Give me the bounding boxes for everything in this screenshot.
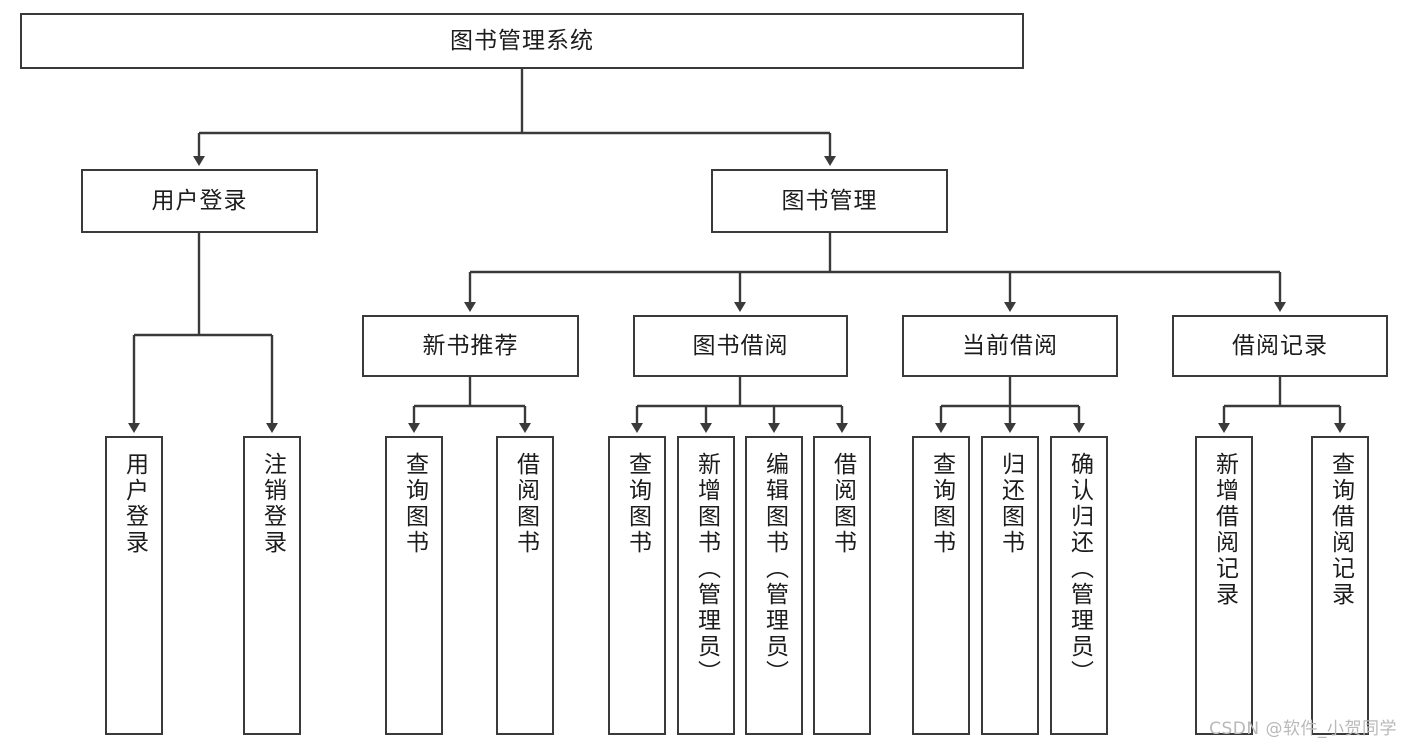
leaf-book-borrow-lend[interactable]: 借阅图书 xyxy=(813,436,871,735)
leaf-user-login-signout-label: 注销登录 xyxy=(259,452,286,556)
node-root-label: 图书管理系统 xyxy=(450,27,594,54)
leaf-current-borrow-confirm[interactable]: 确认归还（管理员） xyxy=(1050,436,1108,735)
leaf-current-borrow-confirm-label: 确认归还（管理员） xyxy=(1066,452,1093,686)
leaf-book-borrow-query-label: 查询图书 xyxy=(624,452,651,556)
node-book-borrow[interactable]: 图书借阅 xyxy=(633,315,848,377)
node-book-management-label: 图书管理 xyxy=(781,187,878,214)
leaf-new-book-query-label: 查询图书 xyxy=(401,452,428,556)
node-book-borrow-label: 图书借阅 xyxy=(692,332,789,359)
node-borrow-record[interactable]: 借阅记录 xyxy=(1172,315,1388,377)
leaf-borrow-record-query[interactable]: 查询借阅记录 xyxy=(1311,436,1369,735)
node-new-book-recommend[interactable]: 新书推荐 xyxy=(362,315,579,377)
leaf-book-borrow-add[interactable]: 新增图书（管理员） xyxy=(677,436,735,735)
node-book-management[interactable]: 图书管理 xyxy=(711,169,948,233)
leaf-book-borrow-lend-label: 借阅图书 xyxy=(829,452,856,556)
leaf-new-book-borrow[interactable]: 借阅图书 xyxy=(496,436,554,735)
leaf-borrow-record-query-label: 查询借阅记录 xyxy=(1327,452,1354,608)
leaf-current-borrow-return-label: 归还图书 xyxy=(997,452,1024,556)
leaf-book-borrow-add-label: 新增图书（管理员） xyxy=(693,452,720,686)
leaf-book-borrow-edit[interactable]: 编辑图书（管理员） xyxy=(745,436,803,735)
leaf-new-book-borrow-label: 借阅图书 xyxy=(512,452,539,556)
leaf-user-login-signin-label: 用户登录 xyxy=(121,452,148,556)
node-current-borrow-label: 当前借阅 xyxy=(962,332,1058,359)
leaf-current-borrow-query[interactable]: 查询图书 xyxy=(912,436,970,735)
leaf-borrow-record-add-label: 新增借阅记录 xyxy=(1211,452,1238,608)
node-current-borrow[interactable]: 当前借阅 xyxy=(902,315,1118,377)
node-borrow-record-label: 借阅记录 xyxy=(1232,332,1328,359)
leaf-new-book-query[interactable]: 查询图书 xyxy=(385,436,443,735)
leaf-current-borrow-return[interactable]: 归还图书 xyxy=(981,436,1039,735)
leaf-user-login-signin[interactable]: 用户登录 xyxy=(105,436,163,735)
leaf-current-borrow-query-label: 查询图书 xyxy=(928,452,955,556)
leaf-user-login-signout[interactable]: 注销登录 xyxy=(243,436,301,735)
node-user-login[interactable]: 用户登录 xyxy=(81,169,318,233)
leaf-book-borrow-query[interactable]: 查询图书 xyxy=(608,436,666,735)
node-root[interactable]: 图书管理系统 xyxy=(20,13,1024,69)
node-new-book-recommend-label: 新书推荐 xyxy=(422,332,519,359)
leaf-book-borrow-edit-label: 编辑图书（管理员） xyxy=(761,452,788,686)
leaf-borrow-record-add[interactable]: 新增借阅记录 xyxy=(1195,436,1253,735)
node-user-login-label: 用户登录 xyxy=(151,187,248,214)
